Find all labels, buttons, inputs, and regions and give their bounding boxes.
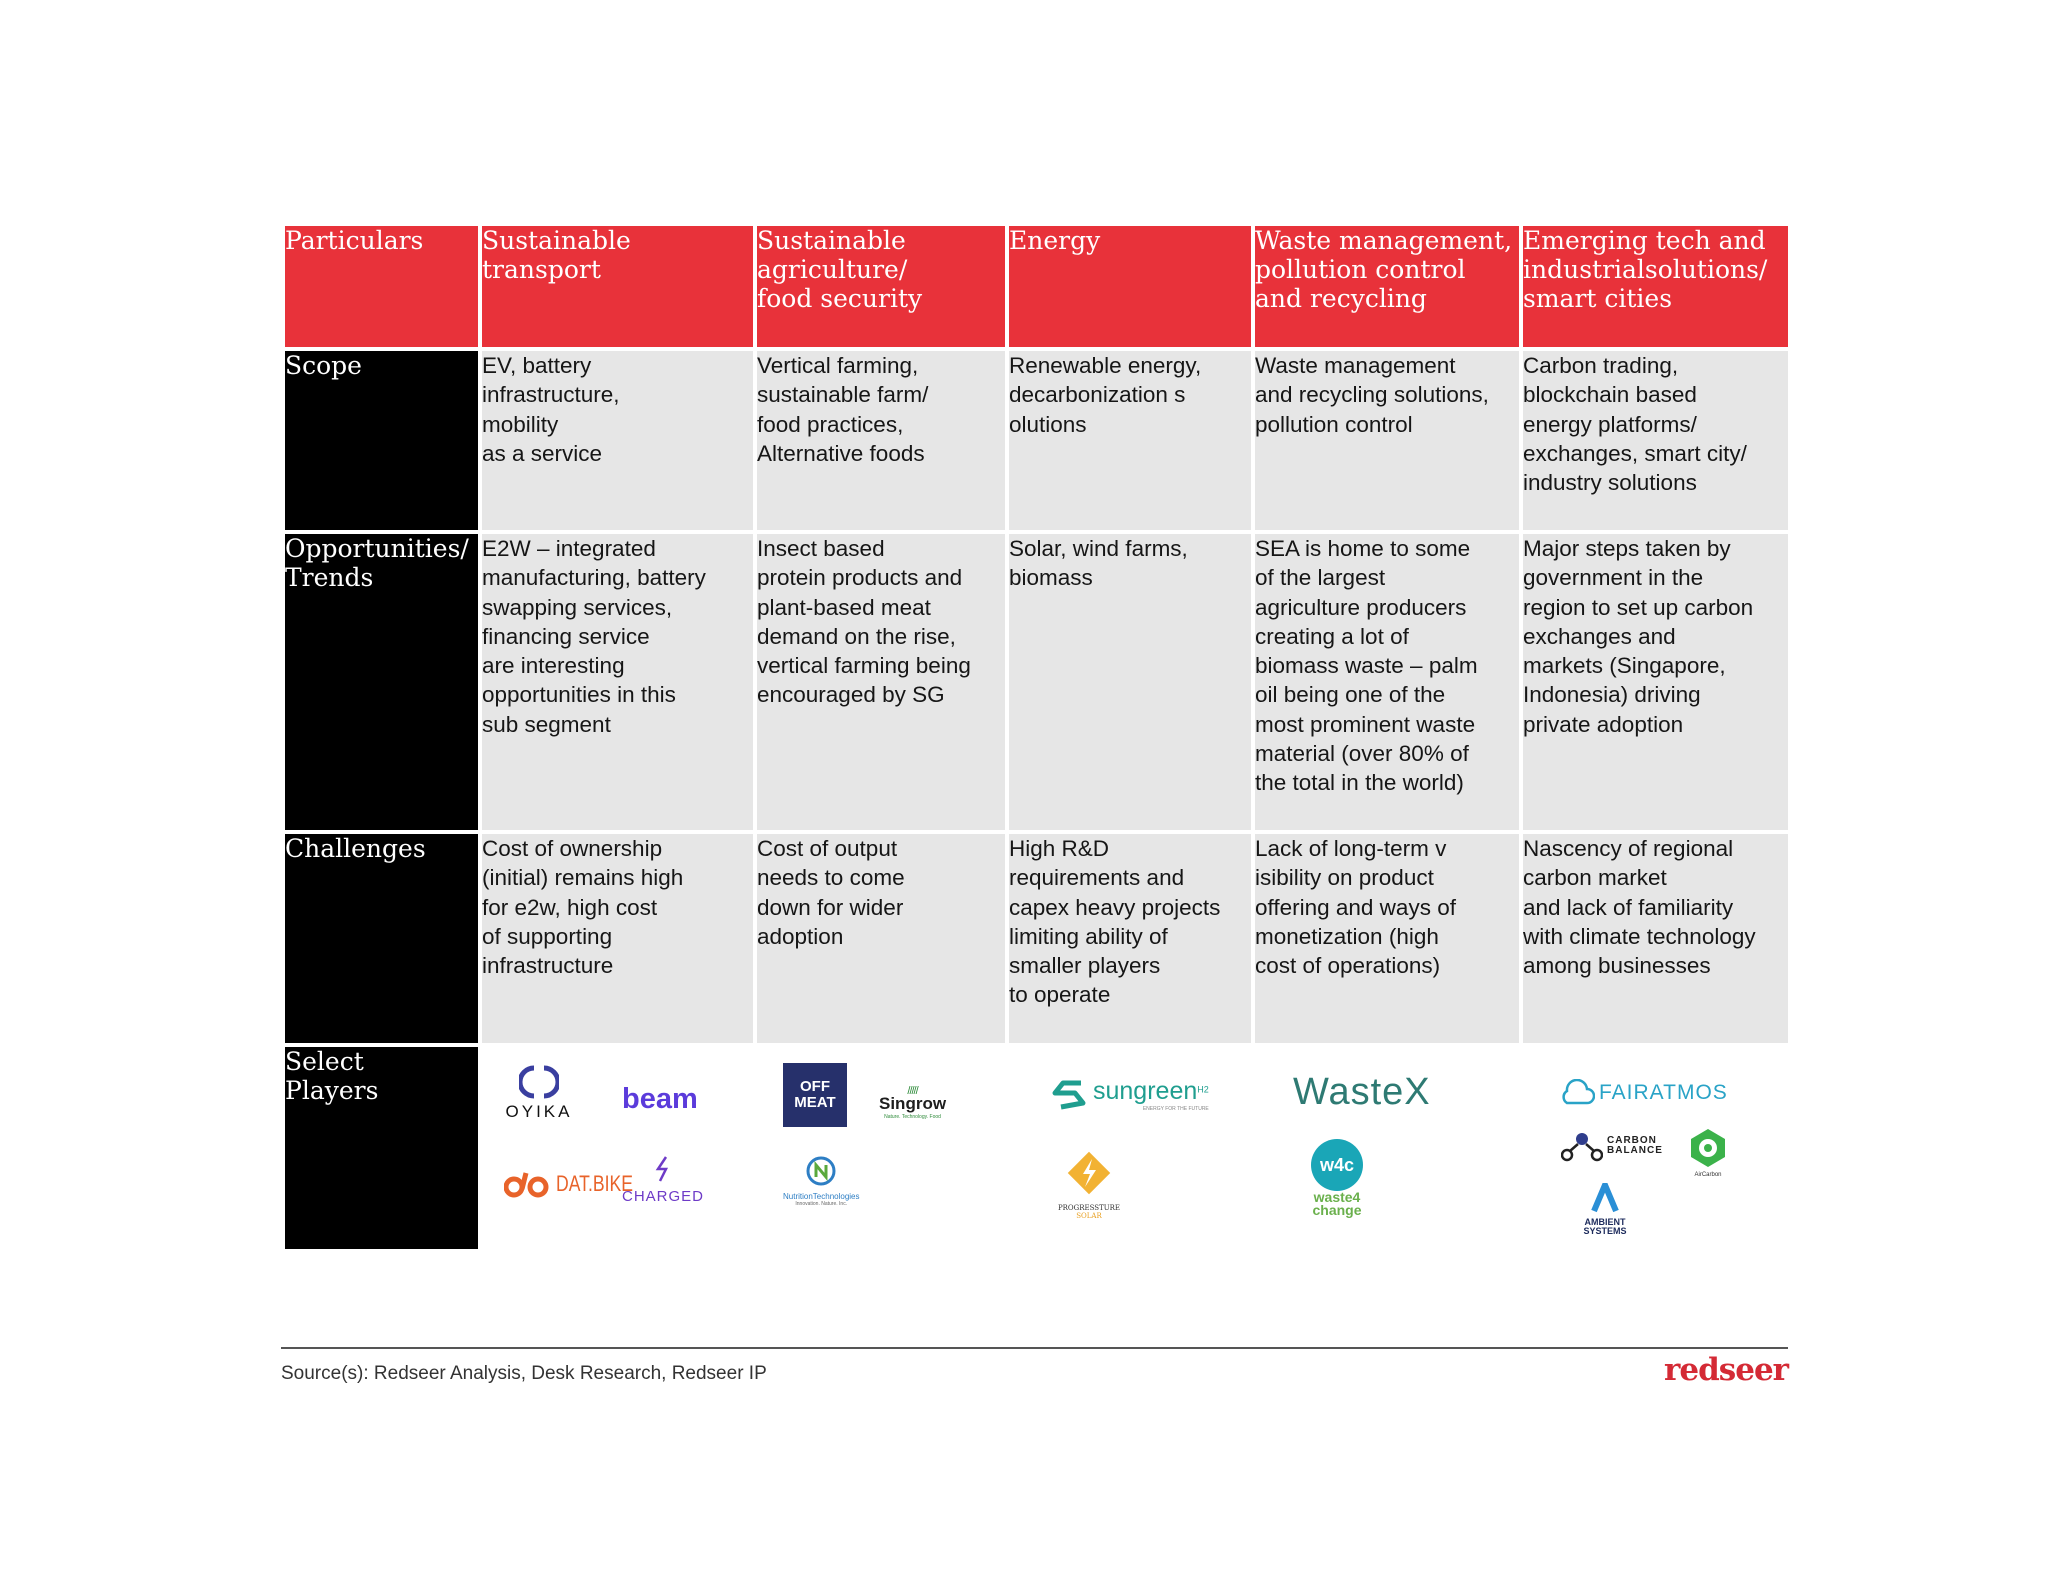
progressture-text: PROGRESSTURE <box>1057 1204 1121 1212</box>
sungreen-mark-icon <box>1052 1080 1086 1110</box>
sungreen-tagline: ENERGY FOR THE FUTURE <box>1142 1105 1209 1112</box>
singrow-logo: ///// Singrow Nature. Technology. Food <box>879 1085 946 1120</box>
table-cell: E2W – integrated manufacturing, battery … <box>478 530 757 834</box>
fairatmos-logo: FAIRATMOS <box>1559 1079 1728 1107</box>
nutrition-leaf-icon <box>806 1156 836 1186</box>
header-emerging-tech: Emerging tech and industrialsolutions/ s… <box>1519 222 1792 351</box>
carbon-balance-text: CARBON BALANCE <box>1607 1136 1663 1156</box>
singrow-text: Singrow <box>879 1094 947 1113</box>
table-cell: Waste management and recycling solutions… <box>1251 347 1523 534</box>
players-waste: WasteX w4c waste4 change <box>1251 1043 1523 1253</box>
waste4change-mark-icon: w4c <box>1311 1139 1363 1191</box>
nutrition-technologies-logo: NutritionTechnologies Innovation. Nature… <box>783 1155 860 1207</box>
source-note: Source(s): Redseer Analysis, Desk Resear… <box>281 1363 767 1384</box>
carbon-balance-logo: CARBON BALANCE <box>1561 1129 1663 1163</box>
off-meat-logo: OFF MEAT <box>783 1063 847 1127</box>
header-sustainable-agriculture: Sustainable agriculture/ food security <box>753 222 1009 351</box>
oyika-text: OYIKA <box>505 1102 573 1121</box>
table-cell: Solar, wind farms, biomass <box>1005 530 1255 834</box>
table-cell: Vertical farming, sustainable farm/ food… <box>753 347 1009 534</box>
fairatmos-text: FAIRATMOS <box>1599 1081 1728 1104</box>
header-row: Particulars Sustainable transport Sustai… <box>281 222 1792 351</box>
carbon-balance-molecule-icon <box>1561 1133 1603 1162</box>
off-meat-text-1: OFF <box>800 1078 830 1095</box>
table-row-players: Select Players OYIKA beam <box>281 1043 1792 1253</box>
table-cell: High R&D requirements and capex heavy pr… <box>1005 830 1255 1047</box>
table-cell: Renewable energy, decarbonization s olut… <box>1005 347 1255 534</box>
ambient-mark-icon <box>1591 1177 1619 1213</box>
oyika-mark-icon <box>517 1065 561 1099</box>
header-sustainable-transport: Sustainable transport <box>478 222 757 351</box>
table-row-scope: Scope EV, battery infrastructure, mobili… <box>281 347 1792 534</box>
datbike-text: DAT.BIKE <box>556 1171 633 1196</box>
nutrition-tagline: Innovation. Nature. Inc. <box>795 1201 848 1207</box>
aircarbon-text: AirCarbon <box>1694 1172 1722 1178</box>
header-energy: Energy <box>1005 222 1255 351</box>
waste4change-logo: w4c waste4 change <box>1307 1139 1367 1217</box>
players-transport: OYIKA beam DAT.BIKE <box>478 1043 757 1253</box>
table-cell: Nascency of regional carbon market and l… <box>1519 830 1792 1047</box>
nutrition-text: NutritionTechnologies <box>783 1192 860 1201</box>
solar-bolt-icon <box>1067 1151 1111 1195</box>
table-cell: Carbon trading, blockchain based energy … <box>1519 347 1792 534</box>
sungreen-logo: sungreenH2 ENERGY FOR THE FUTURE <box>1049 1075 1209 1113</box>
header-waste-management: Waste management, pollution control and … <box>1251 222 1523 351</box>
table-cell: SEA is home to some of the largest agric… <box>1251 530 1523 834</box>
charged-logo: CHARGED <box>622 1155 704 1205</box>
balance-text: BALANCE <box>1607 1145 1663 1156</box>
datbike-mark-icon <box>504 1172 549 1198</box>
table-cell: EV, battery infrastructure, mobility as … <box>478 347 757 534</box>
players-energy: sungreenH2 ENERGY FOR THE FUTURE PROGRES… <box>1005 1043 1255 1253</box>
solar-text: SOLAR <box>1076 1212 1102 1220</box>
off-meat-text-2: MEAT <box>794 1094 836 1111</box>
charged-text: CHARGED <box>622 1188 705 1205</box>
aircarbon-logo: AirCarbon <box>1683 1127 1733 1178</box>
fairatmos-cloud-icon <box>1562 1079 1595 1105</box>
table-cell: Major steps taken by government in the r… <box>1519 530 1792 834</box>
row-label-scope: Scope <box>281 347 482 534</box>
singrow-tagline: Nature. Technology. Food <box>884 1114 941 1120</box>
datbike-logo: DAT.BIKE <box>504 1169 652 1199</box>
progressture-solar-logo: PROGRESSTURE SOLAR <box>1049 1147 1129 1220</box>
players-emerging-tech: FAIRATMOS CARBON BALANCE <box>1519 1043 1792 1253</box>
waste4change-text-1: waste4 <box>1313 1189 1361 1205</box>
table-row-opportunities: Opportunities/ Trends E2W – integrated m… <box>281 530 1792 834</box>
oyika-logo: OYIKA <box>504 1065 574 1122</box>
aircarbon-hexagon-icon <box>1691 1129 1725 1167</box>
players-agriculture: OFF MEAT ///// Singrow Nature. Technolog… <box>753 1043 1009 1253</box>
beam-logo: beam <box>622 1083 698 1115</box>
ambient-text: AMBIENT <box>1584 1217 1626 1227</box>
table-cell: Cost of output needs to come down for wi… <box>753 830 1009 1047</box>
carbon-text: CARBON <box>1607 1135 1657 1146</box>
redseer-logo: redseer <box>1664 1352 1789 1388</box>
row-label-select-players: Select Players <box>281 1043 482 1253</box>
table-cell: Insect based protein products and plant-… <box>753 530 1009 834</box>
table-cell: Cost of ownership (initial) remains high… <box>478 830 757 1047</box>
sungreen-text: sungreen <box>1093 1076 1198 1105</box>
header-particulars: Particulars <box>281 222 482 351</box>
comparison-table: Particulars Sustainable transport Sustai… <box>281 222 1792 1253</box>
wastex-logo: WasteX <box>1293 1071 1431 1113</box>
table-row-challenges: Challenges Cost of ownership (initial) r… <box>281 830 1792 1047</box>
waste4change-text-2: change <box>1312 1202 1362 1218</box>
singrow-mark-icon: ///// <box>907 1085 918 1097</box>
row-label-opportunities: Opportunities/ Trends <box>281 530 482 834</box>
footer-divider <box>281 1347 1788 1349</box>
table-cell: Lack of long-term v isibility on product… <box>1251 830 1523 1047</box>
ambient-systems-logo: AMBIENT SYSTEMS <box>1575 1177 1635 1236</box>
charged-bolt-icon <box>655 1156 669 1182</box>
systems-text: SYSTEMS <box>1583 1226 1627 1236</box>
sungreen-sup: H2 <box>1197 1084 1209 1095</box>
row-label-challenges: Challenges <box>281 830 482 1047</box>
